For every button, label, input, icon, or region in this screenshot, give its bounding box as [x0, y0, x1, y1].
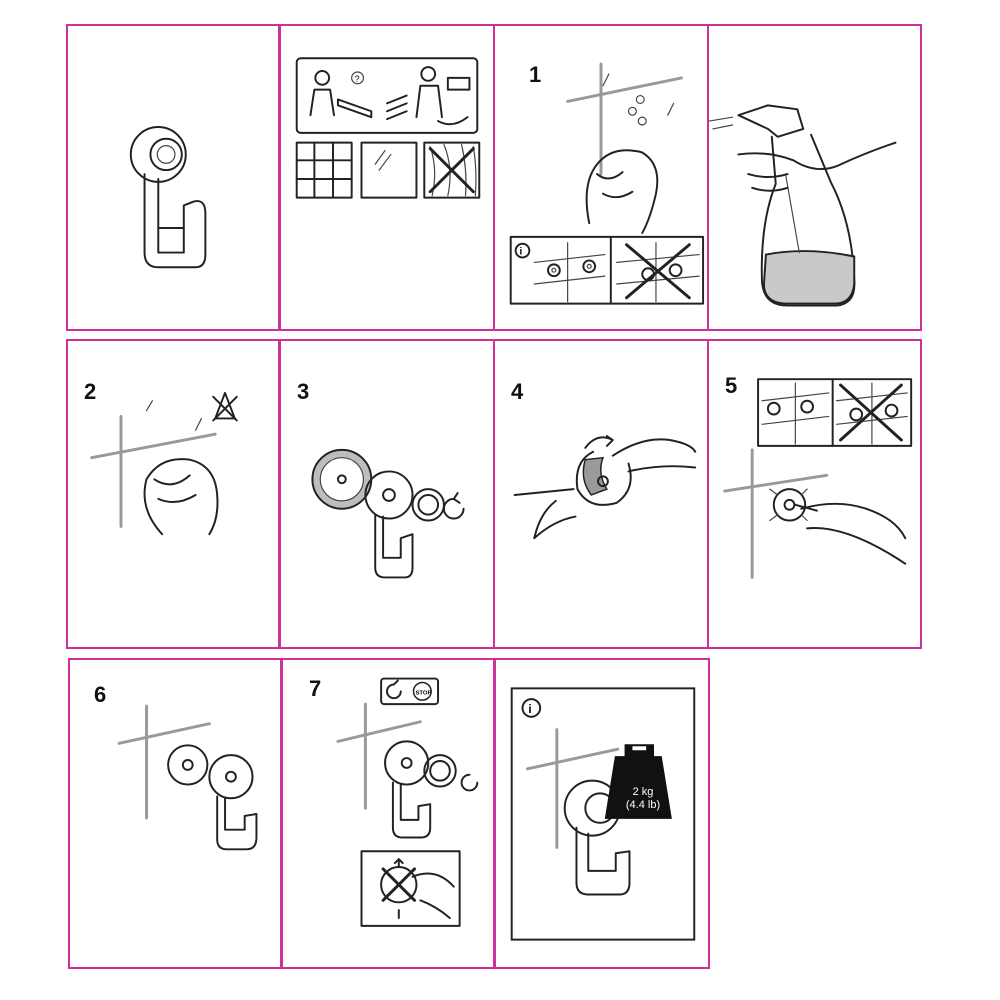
- svg-text:?: ?: [355, 74, 360, 84]
- suction-hook-icon: [384, 740, 432, 839]
- suction-hook-icon: [208, 754, 258, 851]
- cross-icon: [625, 243, 691, 300]
- hand-pressing-icon: [794, 502, 907, 565]
- person-with-tools-icon: [415, 66, 471, 126]
- stop-icon: [412, 681, 432, 701]
- weight-icon: [604, 744, 672, 819]
- step-number: 5: [725, 373, 738, 398]
- info-icon: i: [528, 703, 531, 716]
- suction-hook-icon: [364, 470, 414, 579]
- panel-step-2: 2: [66, 339, 280, 649]
- no-spray-icon: [212, 391, 238, 422]
- panel-spray: [707, 24, 922, 331]
- step-number: 4: [511, 379, 524, 404]
- hand-wiping-icon: [143, 458, 219, 536]
- glass-surface-icon: [360, 141, 418, 199]
- hand-wiping-icon: [585, 149, 659, 234]
- panel-weight-info: i 2 kg (4.4 lb): [494, 658, 710, 969]
- svg-text:STOP: STOP: [415, 690, 431, 696]
- panel-step-5: 5: [707, 339, 922, 649]
- spray-bottle-icon: [709, 104, 897, 307]
- person-confused-icon: ?: [309, 70, 373, 119]
- panel-step-7: 7 STOP: [281, 658, 495, 969]
- panel-step-3: 3: [279, 339, 495, 649]
- rotate-arrow-icon: [442, 492, 465, 520]
- cross-icon: [381, 867, 416, 902]
- rotate-arrow-icon: [386, 679, 402, 700]
- step-number: 7: [309, 676, 322, 701]
- step-number: 2: [84, 379, 97, 404]
- suction-hook-icon: [129, 125, 207, 269]
- weight-kg: 2 kg: [632, 786, 654, 798]
- panel-surfaces: ?: [279, 24, 495, 331]
- cross-icon: [839, 383, 903, 442]
- wood-surface-crossed-icon: [423, 141, 481, 199]
- weight-lb: (4.4 lb): [625, 799, 661, 811]
- step-number: 3: [297, 379, 310, 404]
- hand-icon: [513, 438, 697, 540]
- panel-step-4: 4: [493, 339, 709, 649]
- panel-step-1: 1 i: [493, 24, 709, 331]
- info-icon: i: [520, 247, 523, 258]
- panel-step-6: 6: [68, 658, 282, 969]
- rotate-arrow-icon: [584, 435, 614, 449]
- step-number: 1: [529, 62, 542, 87]
- hand-icon: [737, 141, 897, 192]
- tile-surface-icon: [295, 141, 353, 199]
- step-number: 6: [94, 682, 107, 707]
- weight-label: 2 kg (4.4 lb): [610, 786, 676, 812]
- panel-product: [66, 24, 280, 331]
